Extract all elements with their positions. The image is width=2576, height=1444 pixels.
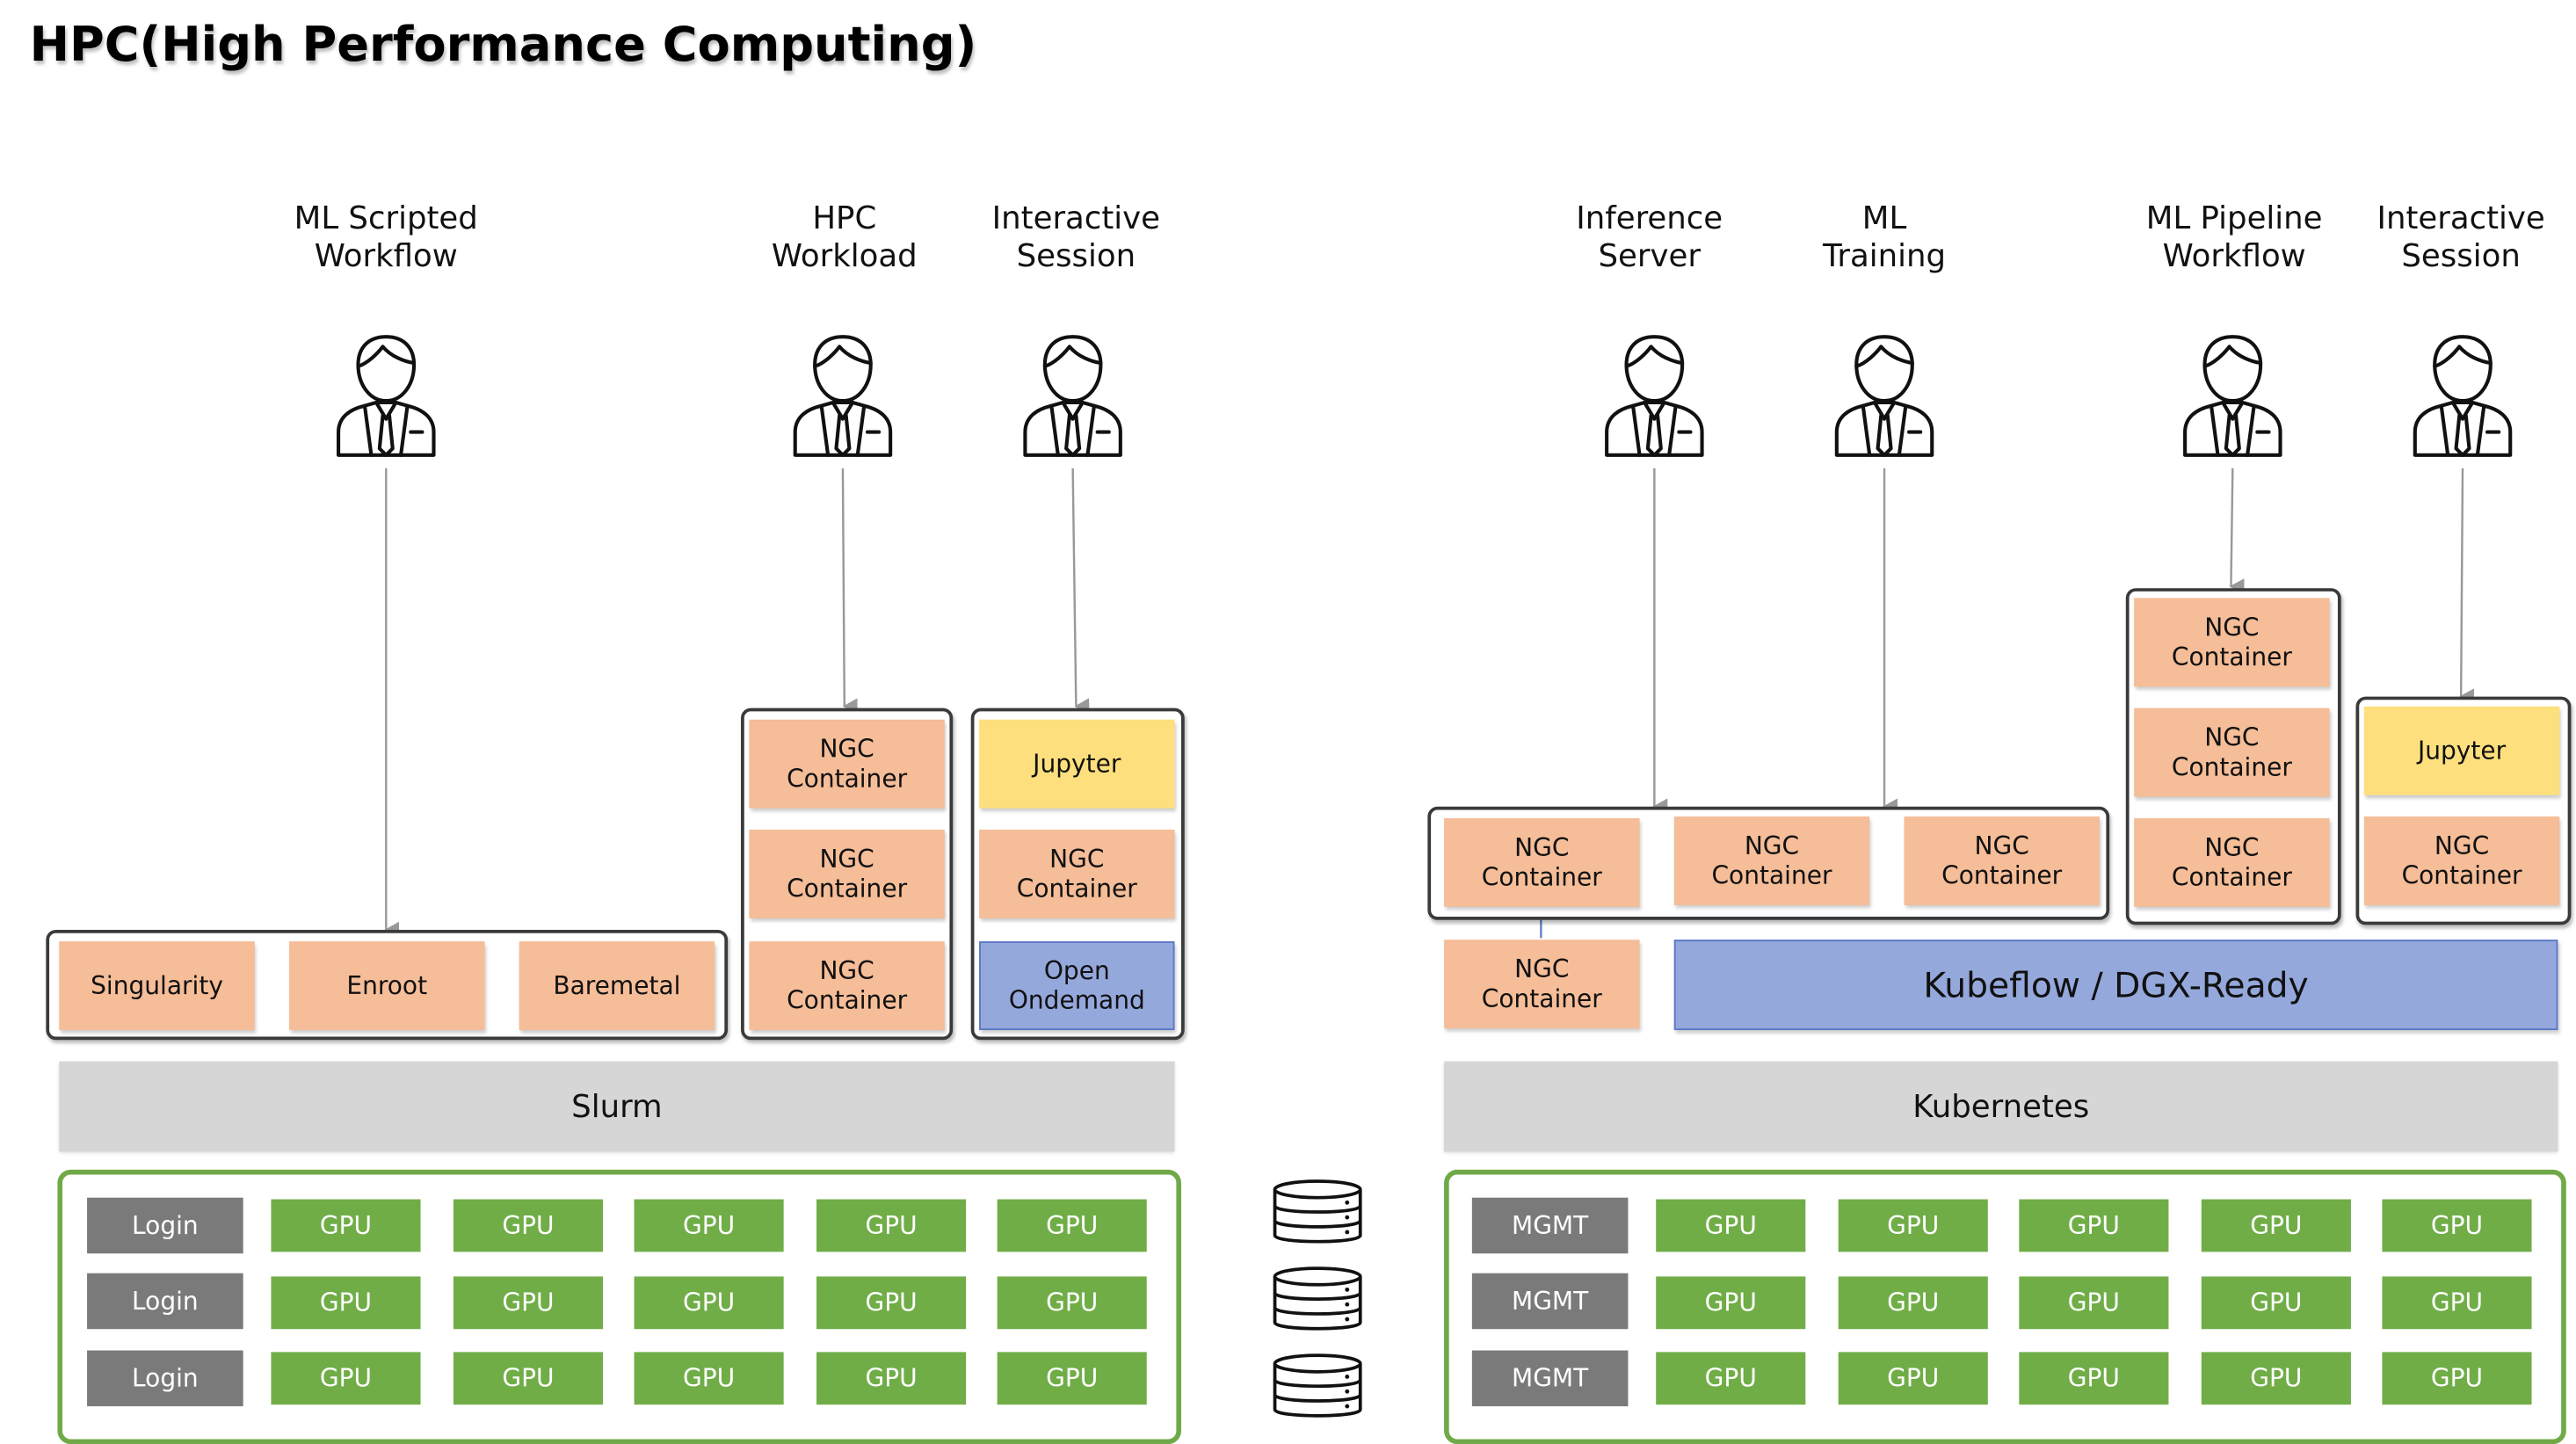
- login-node: Login: [87, 1197, 243, 1254]
- gpu-node: GPU: [2019, 1276, 2169, 1330]
- gpu-node: GPU: [1838, 1199, 1988, 1252]
- arrow-hpc-workload: [841, 468, 858, 715]
- gpu-node: GPU: [997, 1352, 1147, 1405]
- person-icon: [2413, 335, 2513, 457]
- gpu-node: GPU: [2019, 1352, 2169, 1405]
- gpu-node: GPU: [453, 1276, 604, 1330]
- kubernetes-cluster: [1444, 1169, 2566, 1444]
- page-title: HPC(High Performance Computing): [29, 16, 977, 73]
- gpu-node: GPU: [453, 1199, 604, 1252]
- gpu-node: GPU: [1656, 1276, 1806, 1330]
- gpu-node: GPU: [634, 1276, 784, 1330]
- gpu-node: GPU: [453, 1352, 604, 1405]
- person-icon: [1834, 335, 1934, 457]
- person-icon: [2183, 335, 2282, 457]
- database-icon: [1273, 1179, 1362, 1244]
- gpu-node: GPU: [2382, 1276, 2532, 1330]
- gpu-node: GPU: [271, 1199, 421, 1252]
- arrow-interactive-left: [1071, 468, 1090, 715]
- gpu-node: GPU: [816, 1352, 967, 1405]
- person-icon: [1605, 335, 1704, 457]
- jupyter-box: Jupyter: [979, 719, 1175, 809]
- gpu-node: GPU: [997, 1199, 1147, 1252]
- slurm-bar: Slurm: [59, 1061, 1175, 1152]
- login-node: Login: [87, 1273, 243, 1330]
- runtime-baremetal: Baremetal: [519, 941, 715, 1031]
- gpu-node: GPU: [271, 1276, 421, 1330]
- gpu-node: GPU: [271, 1352, 421, 1405]
- gpu-node: GPU: [997, 1276, 1147, 1330]
- mgmt-node: MGMT: [1471, 1197, 1629, 1254]
- database-icon: [1273, 1266, 1362, 1331]
- kubeflow-bar: Kubeflow / DGX-Ready: [1673, 940, 2558, 1031]
- person-icon: [337, 335, 436, 457]
- runtime-enroot: Enroot: [288, 941, 485, 1031]
- hpc-cluster: [57, 1169, 1181, 1444]
- person-icon: [793, 335, 893, 457]
- gpu-node: GPU: [2201, 1199, 2351, 1252]
- gpu-node: GPU: [1838, 1276, 1988, 1330]
- mgmt-node: MGMT: [1471, 1273, 1629, 1330]
- gpu-node: GPU: [2019, 1199, 2169, 1252]
- gpu-node: GPU: [2382, 1199, 2532, 1252]
- mgmt-node: MGMT: [1471, 1350, 1629, 1407]
- gpu-node: GPU: [634, 1352, 784, 1405]
- gpu-node: GPU: [816, 1199, 967, 1252]
- kubernetes-bar: Kubernetes: [1444, 1061, 2558, 1152]
- gpu-node: GPU: [2382, 1352, 2532, 1405]
- database-icon: [1273, 1353, 1362, 1418]
- gpu-node: GPU: [634, 1199, 784, 1252]
- gpu-node: GPU: [2201, 1352, 2351, 1405]
- arrow-ml-pipeline: [2229, 468, 2245, 595]
- gpu-node: GPU: [1656, 1199, 1806, 1252]
- login-node: Login: [87, 1350, 243, 1407]
- gpu-node: GPU: [1838, 1352, 1988, 1405]
- jupyter-box: Jupyter: [2363, 706, 2560, 795]
- gpu-node: GPU: [816, 1276, 967, 1330]
- gpu-node: GPU: [2201, 1276, 2351, 1330]
- runtime-singularity: Singularity: [59, 941, 255, 1031]
- gpu-node: GPU: [1656, 1352, 1806, 1405]
- arrow-interactive-right: [2459, 468, 2475, 706]
- person-icon: [1023, 335, 1122, 457]
